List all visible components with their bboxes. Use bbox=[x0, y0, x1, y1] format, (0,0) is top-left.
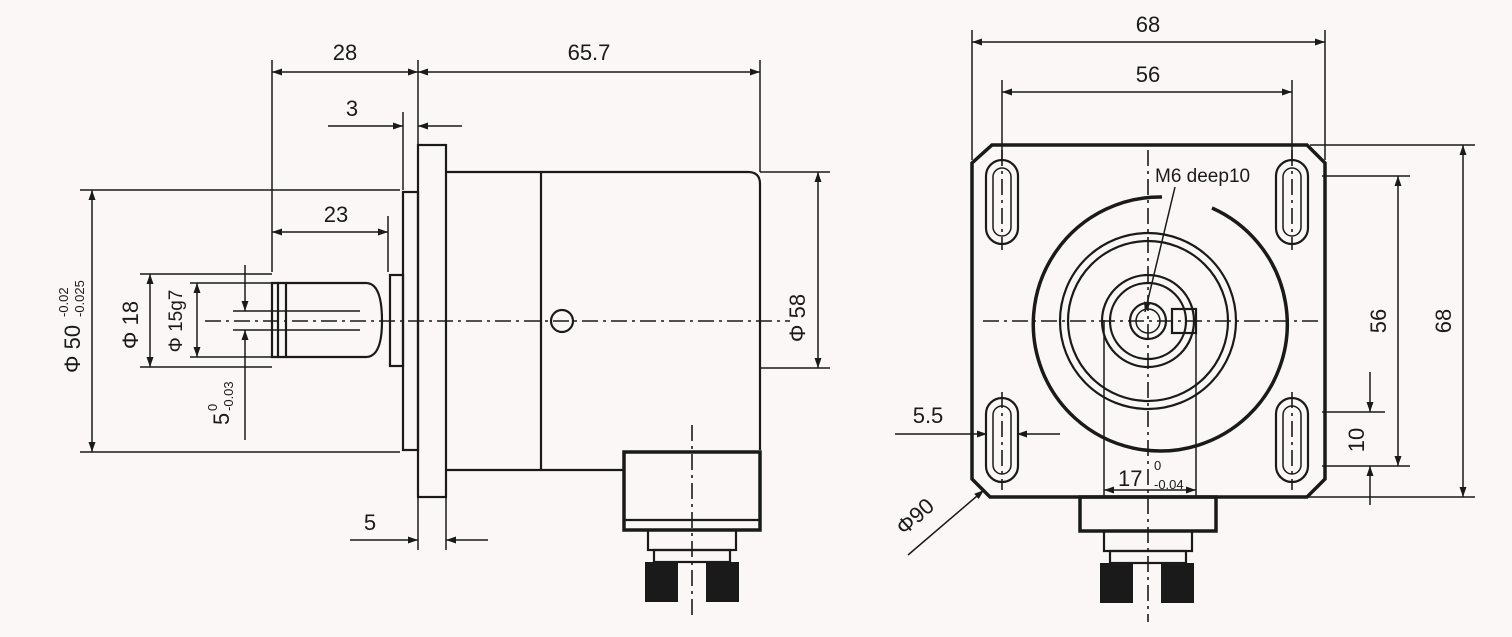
square-flange bbox=[970, 143, 1327, 499]
dim-56-right-label: 56 bbox=[1366, 309, 1391, 333]
encoder-front-body bbox=[970, 143, 1327, 622]
dim-56-top-label: 56 bbox=[1136, 62, 1160, 87]
dim-phi18-label: Φ 18 bbox=[118, 301, 143, 349]
dim-17-tol-lower: -0.04 bbox=[1154, 477, 1184, 492]
housing-circle bbox=[1031, 195, 1289, 453]
dim-key-tol-upper: 0 bbox=[205, 404, 220, 411]
dim-68-top-label: 68 bbox=[1136, 12, 1160, 37]
side-extension-lines bbox=[80, 60, 830, 550]
dim-17-tol-upper: 0 bbox=[1154, 458, 1161, 473]
cable-gland-icon bbox=[1100, 563, 1133, 603]
cable-gland-icon bbox=[706, 562, 739, 602]
side-labels: 28 65.7 3 23 5 Φ 50 -0.02 -0.025 Φ 18 Φ … bbox=[56, 40, 810, 535]
dim-phi58: Φ 58 bbox=[785, 294, 810, 342]
dim-phi58-label: Φ 58 bbox=[785, 294, 810, 342]
shaft bbox=[270, 281, 384, 359]
side-dimension-lines bbox=[88, 68, 822, 544]
dim-phi90-label: Φ90 bbox=[891, 493, 939, 540]
dim-17: 17 0 -0.04 bbox=[1118, 458, 1184, 492]
dim-key-label: 5 bbox=[209, 413, 234, 425]
dim-phi50-label: Φ 50 bbox=[60, 325, 85, 373]
dim-68-right-label: 68 bbox=[1431, 309, 1456, 333]
dim-phi15g7-label: Φ 15g7 bbox=[166, 290, 187, 353]
dim-5-5-label: 5.5 bbox=[913, 403, 944, 428]
housing-outline bbox=[446, 170, 762, 450]
encoder-side-body bbox=[205, 143, 790, 620]
dim-phi15g7: Φ 15g7 bbox=[166, 290, 187, 353]
dim-23-label: 23 bbox=[324, 202, 348, 227]
dim-65-7-label: 65.7 bbox=[568, 40, 611, 65]
side-view: 28 65.7 3 23 5 Φ 50 -0.02 -0.025 Φ 18 Φ … bbox=[56, 40, 830, 620]
tapped-hole-note: M6 deep10 bbox=[1155, 166, 1250, 187]
side-screw-icon bbox=[549, 308, 575, 334]
dim-5-label: 5 bbox=[364, 510, 376, 535]
front-dimension-lines bbox=[895, 38, 1467, 556]
mounting-slot-bottom-left bbox=[984, 396, 1020, 484]
dim-phi90: Φ90 bbox=[891, 493, 939, 540]
dim-3-label: 3 bbox=[346, 96, 358, 121]
dim-68-right: 68 bbox=[1431, 309, 1456, 333]
dim-key-width: 5 0 -0.03 bbox=[205, 381, 236, 425]
dim-56-right: 56 bbox=[1366, 309, 1391, 333]
dim-phi18: Φ 18 bbox=[118, 301, 143, 349]
dim-key-tol-lower: -0.03 bbox=[221, 381, 236, 411]
front-labels: 68 56 M6 deep10 56 68 5.5 10 17 0 -0.04 … bbox=[891, 12, 1456, 540]
cable-gland-icon bbox=[1161, 563, 1194, 603]
dim-10-label: 10 bbox=[1344, 428, 1369, 452]
front-extension-lines bbox=[971, 30, 1475, 498]
dim-17-label: 17 bbox=[1118, 466, 1142, 491]
dim-28-label: 28 bbox=[333, 40, 357, 65]
dim-phi50-tol-lower: -0.025 bbox=[72, 280, 87, 317]
front-view: 68 56 M6 deep10 56 68 5.5 10 17 0 -0.04 … bbox=[891, 12, 1475, 622]
dim-10: 10 bbox=[1344, 428, 1369, 452]
mounting-slot-bottom-right bbox=[1274, 396, 1310, 484]
cable-gland-icon bbox=[645, 562, 678, 602]
dim-phi50-tol-upper: -0.02 bbox=[56, 287, 71, 317]
dim-phi50: Φ 50 -0.02 -0.025 bbox=[56, 280, 87, 373]
